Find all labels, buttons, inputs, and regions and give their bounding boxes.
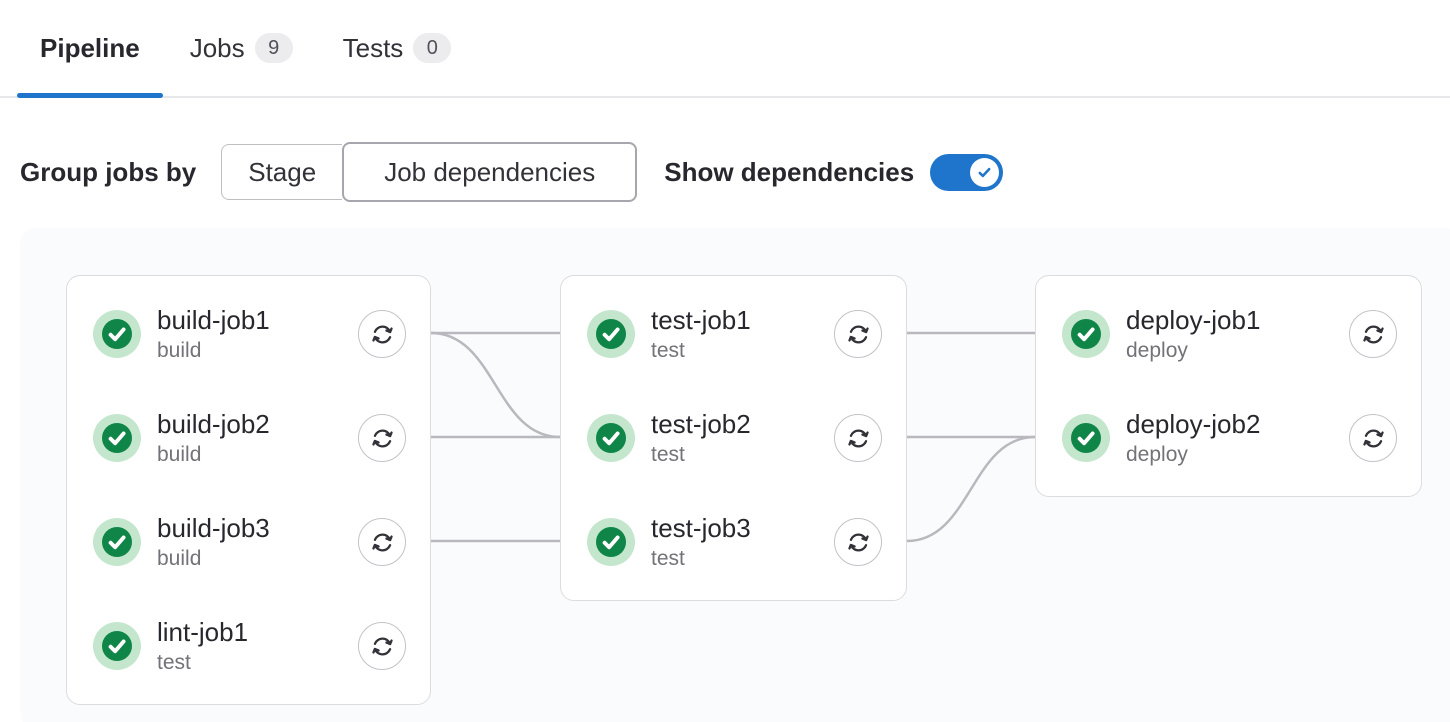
- retry-job-button[interactable]: [834, 518, 882, 566]
- retry-icon: [371, 637, 393, 655]
- job-stage-label: deploy: [1126, 443, 1188, 466]
- status-success-icon: [1062, 414, 1110, 462]
- job-stage-label: test: [651, 339, 685, 362]
- pipeline-tabbar: Pipeline Jobs 9 Tests 0: [0, 0, 1450, 98]
- retry-icon: [847, 325, 869, 343]
- job-name: build-job2: [157, 409, 270, 439]
- job-name: test-job2: [651, 409, 751, 439]
- job-row-lint-job1[interactable]: lint-job1 test: [67, 594, 430, 698]
- job-name: deploy-job1: [1126, 305, 1261, 335]
- job-row-test-job1[interactable]: test-job1 test: [561, 282, 906, 386]
- segment-label: Job dependencies: [384, 156, 596, 187]
- status-success-icon: [93, 622, 141, 670]
- retry-job-button[interactable]: [358, 518, 406, 566]
- status-success-icon: [93, 414, 141, 462]
- status-success-icon: [1062, 310, 1110, 358]
- job-row-build-job2[interactable]: build-job2 build: [67, 386, 430, 490]
- job-name: test-job1: [651, 305, 751, 335]
- tab-label: Jobs: [189, 32, 245, 63]
- group-by-segmented-control: Stage Job dependencies: [221, 142, 638, 202]
- job-row-test-job3[interactable]: test-job3 test: [561, 490, 906, 594]
- tab-label: Pipeline: [40, 32, 140, 63]
- dependency-links: [430, 331, 1036, 543]
- group-by-stage-button[interactable]: Stage: [221, 144, 343, 200]
- link-build-job1-to-test-job2: [430, 331, 561, 439]
- retry-job-button[interactable]: [1349, 310, 1397, 358]
- tab-jobs[interactable]: Jobs 9: [167, 0, 316, 96]
- retry-icon: [371, 533, 393, 551]
- job-row-test-job2[interactable]: test-job2 test: [561, 386, 906, 490]
- job-stage-label: build: [157, 443, 202, 466]
- status-success-icon: [93, 518, 141, 566]
- job-name: build-job3: [157, 513, 270, 543]
- retry-icon: [1362, 325, 1384, 343]
- status-success-icon: [587, 310, 635, 358]
- retry-job-button[interactable]: [358, 414, 406, 462]
- job-name: test-job3: [651, 513, 751, 543]
- job-stage-label: build: [157, 547, 202, 570]
- job-name: deploy-job2: [1126, 409, 1261, 439]
- show-dependencies-toggle[interactable]: [930, 153, 1004, 191]
- graph-controls: Group jobs by Stage Job dependencies Show…: [20, 140, 1004, 204]
- group-jobs-by-label: Group jobs by: [20, 156, 197, 187]
- tab-pipeline[interactable]: Pipeline: [17, 0, 163, 98]
- show-dependencies-label: Show dependencies: [664, 156, 915, 187]
- job-row-deploy-job1[interactable]: deploy-job1 deploy: [1036, 282, 1421, 386]
- retry-icon: [847, 429, 869, 447]
- job-stage-label: test: [651, 443, 685, 466]
- tab-count-badge: 0: [413, 33, 452, 63]
- retry-job-button[interactable]: [358, 310, 406, 358]
- group-by-job-dependencies-button[interactable]: Job dependencies: [342, 142, 638, 202]
- check-icon: [978, 167, 991, 177]
- status-success-icon: [587, 518, 635, 566]
- job-stage-label: build: [157, 339, 202, 362]
- pipeline-graph: build-job1 build build-job2 build: [20, 228, 1450, 722]
- tab-tests[interactable]: Tests 0: [320, 0, 475, 96]
- job-row-deploy-job2[interactable]: deploy-job2 deploy: [1036, 386, 1421, 490]
- job-group-card-2: test-job1 test test-job2 test: [560, 275, 907, 601]
- retry-icon: [1362, 429, 1384, 447]
- status-success-icon: [93, 310, 141, 358]
- retry-job-button[interactable]: [358, 622, 406, 670]
- job-name: lint-job1: [157, 617, 249, 647]
- job-stage-label: test: [157, 651, 191, 674]
- tab-count-badge: 9: [254, 33, 293, 63]
- retry-job-button[interactable]: [834, 414, 882, 462]
- segment-label: Stage: [248, 156, 317, 187]
- tab-list: Pipeline Jobs 9 Tests 0: [0, 0, 1450, 98]
- retry-job-button[interactable]: [1349, 414, 1397, 462]
- job-name: build-job1: [157, 305, 270, 335]
- job-stage-label: deploy: [1126, 339, 1188, 362]
- job-group-card-3: deploy-job1 deploy deploy-job2 deplo: [1035, 275, 1422, 497]
- tab-label: Tests: [342, 32, 404, 63]
- retry-icon: [371, 325, 393, 343]
- retry-icon: [847, 533, 869, 551]
- retry-icon: [371, 429, 393, 447]
- toggle-knob: [970, 157, 1000, 187]
- status-success-icon: [587, 414, 635, 462]
- job-stage-label: test: [651, 547, 685, 570]
- job-group-card-1: build-job1 build build-job2 build: [66, 275, 431, 705]
- link-test-job3-to-deploy-job2: [906, 435, 1036, 543]
- job-row-build-job1[interactable]: build-job1 build: [67, 282, 430, 386]
- job-row-build-job3[interactable]: build-job3 build: [67, 490, 430, 594]
- retry-job-button[interactable]: [834, 310, 882, 358]
